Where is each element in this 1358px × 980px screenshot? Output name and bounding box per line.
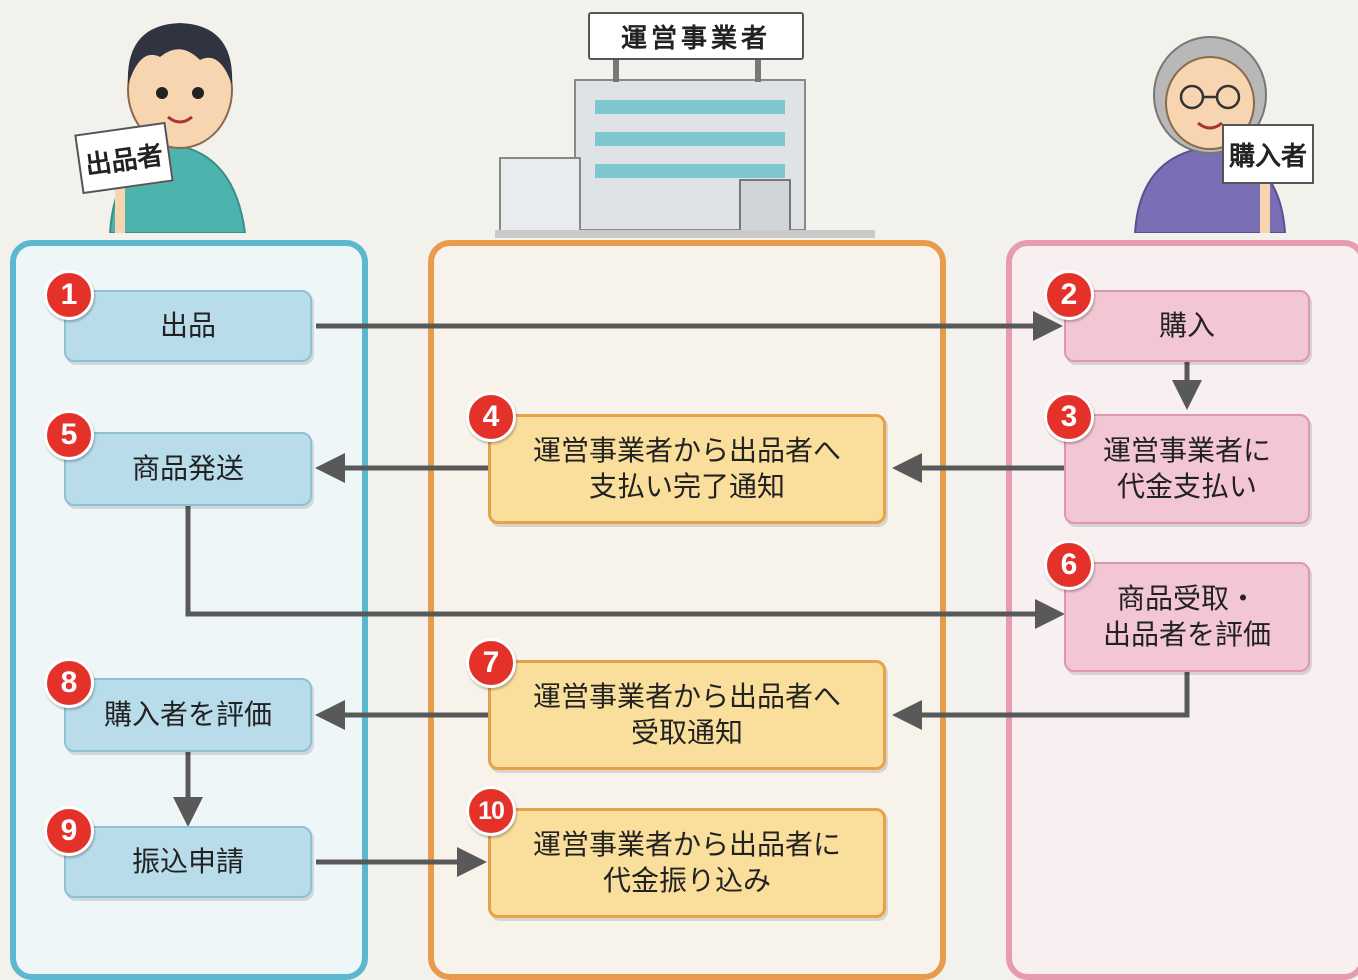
step-8-box: 購入者を評価 <box>64 678 312 752</box>
operator-sign: 運営事業者 <box>588 12 804 60</box>
step-4-badge: 4 <box>466 392 516 442</box>
step-9-box: 振込申請 <box>64 826 312 898</box>
step-10-badge: 10 <box>466 786 516 836</box>
step-3-box: 運営事業者に 代金支払い <box>1064 414 1310 524</box>
step-6-box: 商品受取・ 出品者を評価 <box>1064 562 1310 672</box>
step-1-box: 出品 <box>64 290 312 362</box>
step-3-badge: 3 <box>1044 392 1094 442</box>
step-7-badge: 7 <box>466 638 516 688</box>
step-2-box: 購入 <box>1064 290 1310 362</box>
step-4-box: 運営事業者から出品者へ 支払い完了通知 <box>488 414 886 524</box>
step-6-badge: 6 <box>1044 540 1094 590</box>
office-building-icon <box>495 60 875 238</box>
step-5-badge: 5 <box>44 410 94 460</box>
step-1-badge: 1 <box>44 270 94 320</box>
step-8-badge: 8 <box>44 658 94 708</box>
step-5-box: 商品発送 <box>64 432 312 506</box>
buyer-sign: 購入者 <box>1222 124 1314 184</box>
arrow-6-to-7 <box>892 672 1190 730</box>
step-7-box: 運営事業者から出品者へ 受取通知 <box>488 660 886 770</box>
step-2-badge: 2 <box>1044 270 1094 320</box>
step-10-box: 運営事業者から出品者に 代金振り込み <box>488 808 886 918</box>
step-9-badge: 9 <box>44 806 94 856</box>
arrow-5-to-6 <box>185 506 1065 629</box>
